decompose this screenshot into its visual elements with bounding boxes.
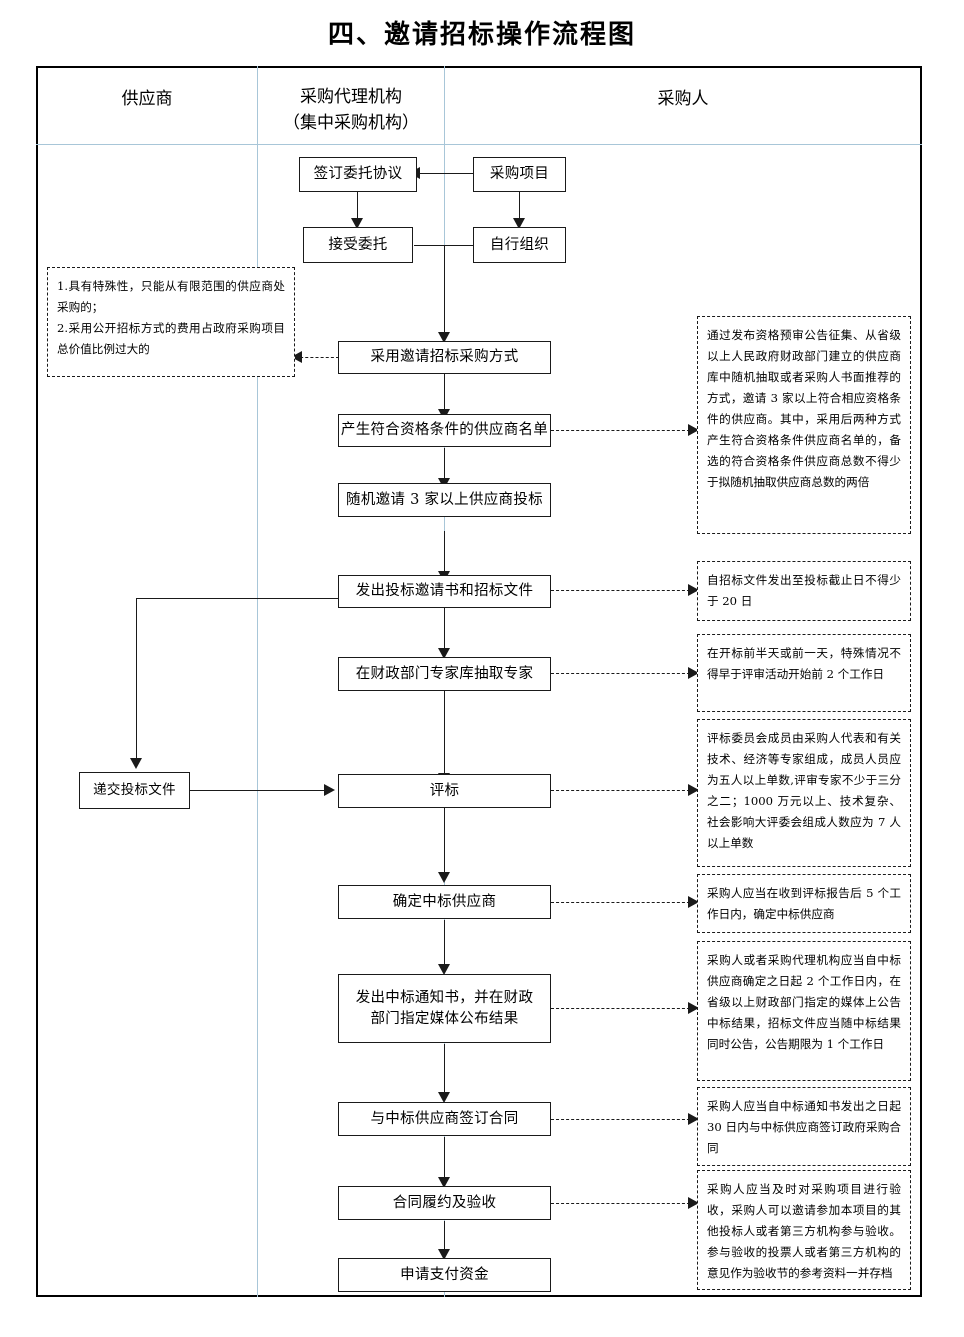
connector-contract-to-performance	[444, 1137, 445, 1185]
arrowhead-notice-to-note	[688, 1002, 699, 1014]
connector-winner-to-note	[551, 902, 695, 903]
arrowhead-performance-to-payment	[438, 1249, 450, 1260]
connector-experts-to-eval	[444, 691, 445, 781]
arrowhead-join-down	[438, 332, 450, 343]
connector-performance-to-payment	[444, 1221, 445, 1257]
connector-issue-to-experts	[444, 608, 445, 656]
node-qualified-supplier-list[interactable]: 产生符合资格条件的供应商名单	[338, 414, 551, 447]
arrowhead-eval-to-winner	[438, 872, 450, 883]
connector-join-down	[444, 245, 445, 341]
arrowhead-issue-to-note	[688, 584, 699, 596]
arrowhead-project-to-self	[513, 218, 525, 229]
connector-experts-to-note	[551, 673, 695, 674]
note-evaluation-committee: 评标委员会成员由采购人代表和有关技术、经济等专家组成，成员人员应为五人以上单数,…	[697, 719, 911, 867]
arrowhead-contract-to-performance	[438, 1177, 450, 1188]
arrowhead-list-to-note	[688, 424, 699, 436]
node-apply-payment[interactable]: 申请支付资金	[338, 1258, 551, 1292]
node-draw-experts[interactable]: 在财政部门专家库抽取专家	[338, 657, 551, 691]
arrowhead-experts-to-note	[688, 667, 699, 679]
arrowhead-submit-to-eval	[324, 784, 335, 796]
connector-accept-self-join	[414, 245, 476, 246]
connector-method-to-leftnote	[295, 357, 339, 358]
note-acceptance: 采购人应当及时对采购项目进行验收，采购人可以邀请参加本项目的其他投标人或者第三方…	[697, 1170, 911, 1290]
note-expert-draw-time: 在开标前半天或前一天，特殊情况不得早于评审活动开始前 2 个工作日	[697, 634, 911, 712]
node-invite-three-suppliers[interactable]: 随机邀请 3 家以上供应商投标	[338, 483, 551, 517]
connector-sign-to-accept	[357, 191, 358, 222]
node-contract-performance[interactable]: 合同履约及验收	[338, 1186, 551, 1220]
note-bid-deadline: 自招标文件发出至投标截止日不得少于 20 日	[697, 561, 911, 621]
connector-contract-to-note	[551, 1119, 695, 1120]
node-self-organize[interactable]: 自行组织	[473, 227, 566, 263]
lane-header-agency-line2: （集中采购机构）	[283, 113, 419, 133]
arrowhead-performance-to-note	[688, 1197, 699, 1209]
node-sign-entrust[interactable]: 签订委托协议	[299, 157, 417, 192]
node-procurement-project[interactable]: 采购项目	[473, 157, 566, 192]
node-issue-invitation-docs[interactable]: 发出投标邀请书和招标文件	[338, 575, 551, 608]
arrowhead-contract-to-note	[688, 1113, 699, 1125]
arrowhead-sign-to-accept	[351, 218, 363, 229]
connector-submit-to-eval	[190, 790, 328, 791]
diagram-frame	[36, 66, 922, 1297]
connector-issue-to-note	[551, 590, 695, 591]
arrowhead-issue-to-experts	[438, 648, 450, 659]
connector-eval-to-winner	[444, 808, 445, 880]
node-submit-bid-docs[interactable]: 递交投标文件	[79, 772, 190, 809]
note-supplier-list: 通过发布资格预审公告征集、从省级以上人民政府财政部门建立的供应商库中随机抽取或者…	[697, 316, 911, 534]
lane-header-supplier: 供应商	[121, 89, 173, 109]
arrowhead-eval-to-note	[688, 784, 699, 796]
connector-project-to-self	[519, 191, 520, 222]
note-left-condition: 1.具有特殊性，只能从有限范围的供应商处采购的； 2.采用公开招标方式的费用占政…	[47, 267, 295, 377]
arrowhead-notice-to-contract	[438, 1092, 450, 1103]
connector-list-to-note	[551, 430, 695, 431]
lane-divider-1	[257, 66, 258, 1297]
lane-header-agency-line1: 采购代理机构	[300, 87, 402, 107]
node-determine-winner[interactable]: 确定中标供应商	[338, 885, 551, 919]
connector-notice-to-contract	[444, 1044, 445, 1100]
connector-winner-to-notice	[444, 920, 445, 972]
note-determine-winner-time: 采购人应当在收到评标报告后 5 个工作日内，确定中标供应商	[697, 874, 911, 933]
node-use-invited-bidding[interactable]: 采用邀请招标采购方式	[338, 341, 551, 374]
lane-header-purchaser: 采购人	[657, 89, 709, 109]
node-accept-entrust[interactable]: 接受委托	[303, 227, 413, 263]
node-sign-contract[interactable]: 与中标供应商签订合同	[338, 1102, 551, 1136]
page-title: 四、邀请招标操作流程图	[327, 20, 636, 50]
connector-method-to-list	[444, 373, 445, 415]
lane-header-separator	[36, 144, 922, 145]
connector-issue-to-submit-v	[136, 598, 137, 762]
connector-notice-to-note	[551, 1008, 695, 1009]
node-bid-evaluation[interactable]: 评标	[338, 774, 551, 808]
node-issue-award-notice[interactable]: 发出中标通知书，并在财政部门指定媒体公布结果	[338, 974, 551, 1043]
connector-list-to-invite	[444, 448, 445, 486]
connector-invite-to-issue	[444, 531, 445, 579]
connector-issue-to-submit-h	[136, 598, 339, 599]
arrowhead-issue-to-submit	[130, 758, 142, 769]
arrowhead-method-to-leftnote	[291, 351, 302, 363]
lane-header-agency: 采购代理机构 （集中采购机构）	[258, 84, 444, 136]
connector-project-to-sign	[414, 173, 476, 174]
note-contract-sign-time: 采购人应当自中标通知书发出之日起 30 日内与中标供应商签订政府采购合同	[697, 1087, 911, 1166]
connector-eval-to-note	[551, 790, 695, 791]
connector-performance-to-note	[551, 1203, 695, 1204]
note-announce-result: 采购人或者采购代理机构应当自中标供应商确定之日起 2 个工作日内，在省级以上财政…	[697, 941, 911, 1081]
arrowhead-winner-to-notice	[438, 964, 450, 975]
arrowhead-winner-to-note	[688, 896, 699, 908]
